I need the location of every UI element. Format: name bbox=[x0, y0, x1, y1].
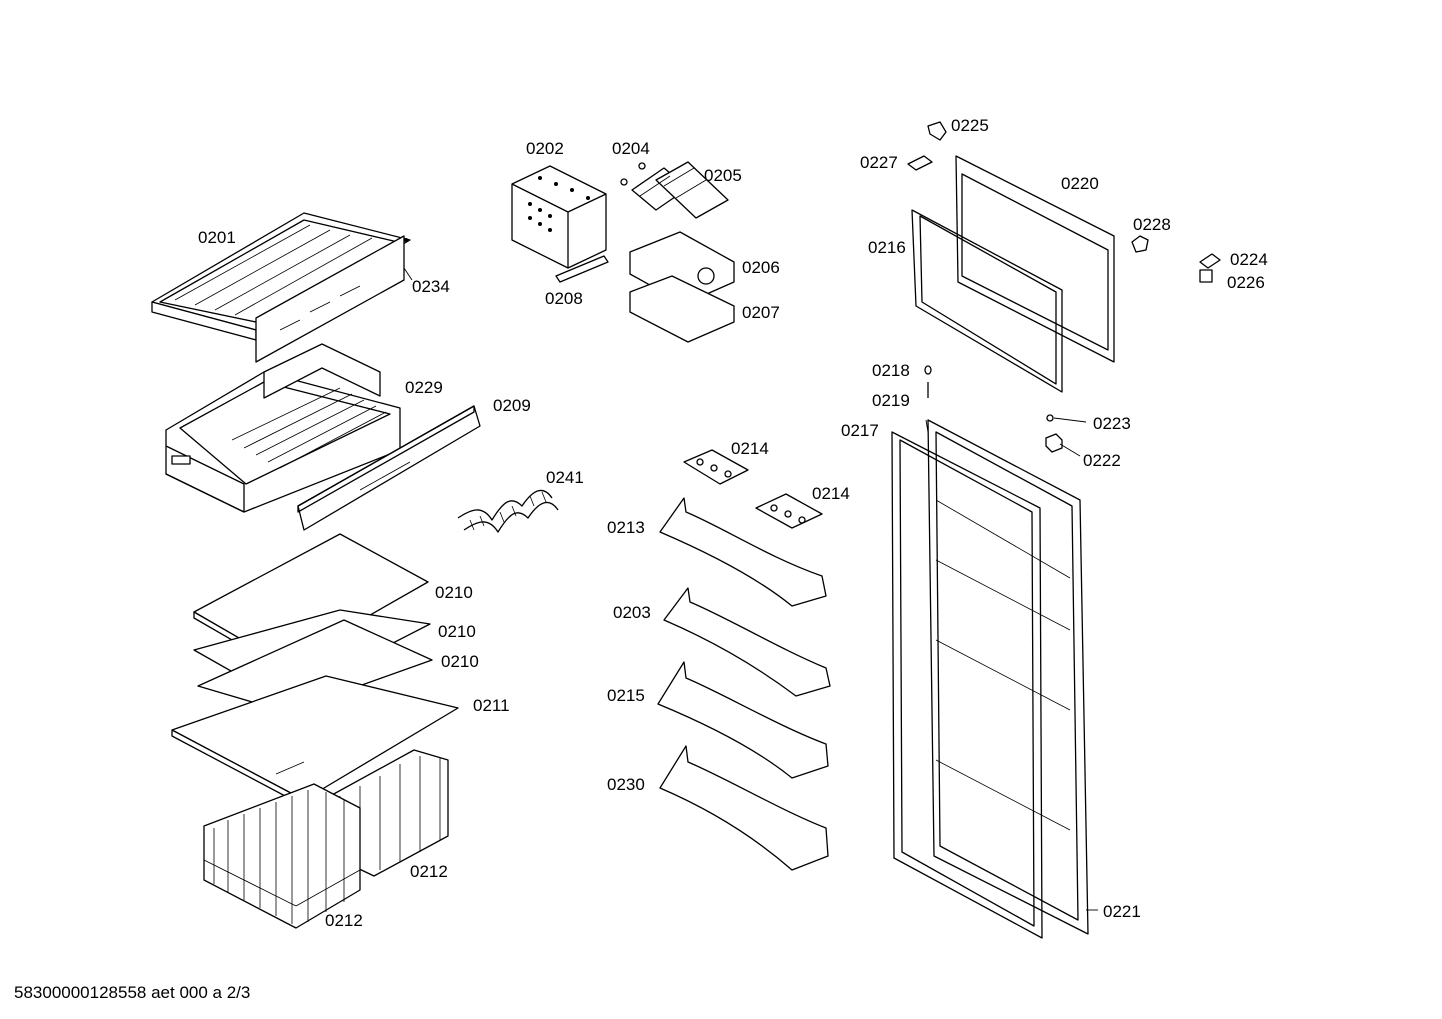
part-0207-ice-tray bbox=[629, 275, 735, 343]
part-0204-small-parts bbox=[620, 162, 646, 186]
label-0211: 0211 bbox=[473, 696, 510, 715]
label-0209: 0209 bbox=[493, 396, 531, 415]
part-0223-screw bbox=[1046, 414, 1054, 422]
label-0234: 0234 bbox=[412, 277, 450, 296]
label-0220: 0220 bbox=[1061, 174, 1099, 193]
label-0201: 0201 bbox=[198, 228, 236, 247]
label-0213: 0213 bbox=[607, 518, 645, 537]
part-0202-ice-maker-housing bbox=[511, 165, 607, 269]
label-0210-2: 0210 bbox=[438, 622, 476, 641]
label-0204: 0204 bbox=[612, 139, 650, 158]
label-0212-1: 0212 bbox=[410, 862, 448, 881]
label-0206: 0206 bbox=[742, 258, 780, 277]
part-0215-door-shelf bbox=[657, 661, 829, 779]
part-0216-freezer-gasket bbox=[911, 209, 1063, 393]
label-0219: 0219 bbox=[872, 391, 910, 410]
label-0210-1: 0210 bbox=[435, 583, 473, 602]
part-0214-egg-tray-1 bbox=[683, 449, 749, 485]
part-0203-door-shelf bbox=[663, 587, 831, 697]
label-0230: 0230 bbox=[607, 775, 645, 794]
part-0213-door-shelf bbox=[659, 497, 827, 607]
label-0227: 0227 bbox=[860, 153, 898, 172]
label-0207: 0207 bbox=[742, 303, 780, 322]
part-0201-freezer-tray bbox=[151, 212, 411, 341]
label-0225: 0225 bbox=[951, 116, 989, 135]
part-0220-freezer-door bbox=[955, 155, 1115, 363]
part-0224-cap bbox=[1199, 253, 1221, 269]
label-0226: 0226 bbox=[1227, 273, 1265, 292]
part-0225-hinge-cover bbox=[927, 121, 947, 141]
label-0221: 0221 bbox=[1103, 902, 1141, 921]
part-0241-bottle-rack bbox=[457, 489, 559, 533]
label-0224: 0224 bbox=[1230, 250, 1268, 269]
label-0241: 0241 bbox=[546, 468, 584, 487]
label-0228: 0228 bbox=[1133, 215, 1171, 234]
label-0214-1: 0214 bbox=[731, 439, 769, 458]
part-0209-front-strip bbox=[297, 405, 481, 531]
label-0218: 0218 bbox=[872, 361, 910, 380]
label-0210-3: 0210 bbox=[441, 652, 479, 671]
part-0226-cap bbox=[1199, 269, 1213, 283]
part-0217-door-gasket bbox=[891, 431, 1043, 939]
part-0205-ice-trays bbox=[631, 161, 729, 219]
label-0223: 0223 bbox=[1093, 414, 1131, 433]
part-0212-crisper-drawer-front bbox=[203, 783, 361, 929]
document-reference-footer: 58300000128558 aet 000 a 2/3 bbox=[14, 983, 251, 1002]
label-0229: 0229 bbox=[405, 378, 443, 397]
part-0227-cap bbox=[907, 155, 933, 171]
label-0202: 0202 bbox=[526, 139, 564, 158]
part-0218-screw bbox=[924, 365, 932, 375]
part-0230-door-shelf bbox=[659, 745, 829, 871]
label-0205: 0205 bbox=[704, 166, 742, 185]
label-0214-2: 0214 bbox=[812, 484, 850, 503]
label-0215: 0215 bbox=[607, 686, 645, 705]
part-0208-strip bbox=[555, 255, 609, 283]
part-0234-tray-front-panel bbox=[255, 235, 413, 363]
part-0221-fridge-door bbox=[927, 419, 1089, 935]
label-0212-2: 0212 bbox=[325, 911, 363, 930]
part-0229-drawer bbox=[165, 343, 401, 513]
label-0222: 0222 bbox=[1083, 451, 1121, 470]
label-0216: 0216 bbox=[868, 238, 906, 257]
part-0228-hinge bbox=[1131, 235, 1149, 253]
label-0203: 0203 bbox=[613, 603, 651, 622]
leader-lines bbox=[925, 417, 1098, 911]
label-0217: 0217 bbox=[841, 421, 879, 440]
part-0211-bottom-glass-shelf bbox=[171, 675, 459, 807]
label-0208: 0208 bbox=[545, 289, 583, 308]
part-0222-block bbox=[1045, 433, 1063, 453]
part-0214-egg-tray-2 bbox=[755, 493, 823, 529]
